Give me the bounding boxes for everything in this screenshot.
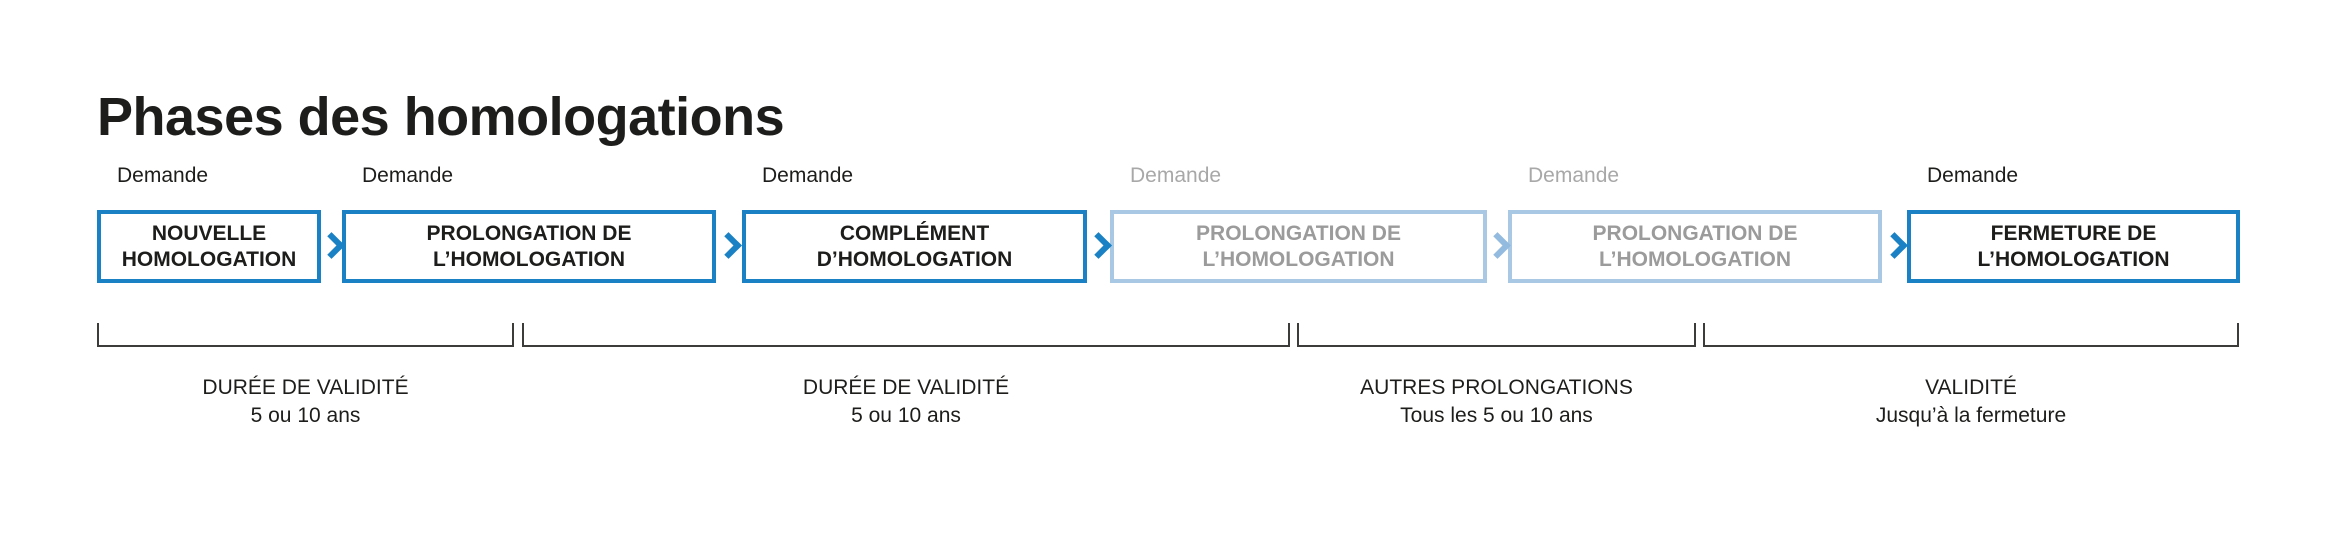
request-label: Demande: [117, 164, 209, 187]
duration-label-line1: AUTRES PROLONGATIONS: [1360, 376, 1633, 399]
duration-bracket: [1297, 323, 1696, 347]
phase-box-line2: L’HOMOLOGATION: [432, 247, 626, 271]
duration-label-line2: Jusqu’à la fermeture: [1875, 404, 2067, 427]
phase-box: COMPLÉMENT D’HOMOLOGATION: [742, 210, 1087, 283]
duration-bracket: [522, 323, 1290, 347]
phase-box-line2: L’HOMOLOGATION: [1598, 247, 1792, 271]
phase-box-line2: D’HOMOLOGATION: [816, 247, 1013, 271]
duration-bracket: [97, 323, 514, 347]
duration-label-line1: DURÉE DE VALIDITÉ: [802, 376, 1010, 399]
phase-box: FERMETURE DE L’HOMOLOGATION: [1907, 210, 2240, 283]
phase-prolongation-3: Demande PROLONGATION DE L’HOMOLOGATION: [1508, 163, 1882, 283]
phase-box-line2: HOMOLOGATION: [121, 247, 297, 271]
phase-box-line1: FERMETURE DE: [1990, 221, 2157, 245]
duration-bracket: [1703, 323, 2239, 347]
phase-nouvelle-homologation: Demande NOUVELLE HOMOLOGATION: [97, 163, 321, 283]
phase-fermeture-homologation: Demande FERMETURE DE L’HOMOLOGATION: [1907, 163, 2240, 283]
request-label: Demande: [1927, 164, 2019, 187]
phase-box-line2: L’HOMOLOGATION: [1202, 247, 1395, 271]
duration-label-line2: 5 ou 10 ans: [250, 404, 361, 427]
phase-box-line1: PROLONGATION DE: [426, 221, 632, 245]
phase-box: NOUVELLE HOMOLOGATION: [97, 210, 321, 283]
phase-box: PROLONGATION DE L’HOMOLOGATION: [342, 210, 716, 283]
request-label: Demande: [362, 164, 454, 187]
phase-box-line1: PROLONGATION DE: [1196, 221, 1401, 245]
duration-label-line1: VALIDITÉ: [1925, 376, 2017, 399]
request-label: Demande: [1130, 164, 1222, 187]
phase-box-line1: COMPLÉMENT: [839, 221, 990, 245]
phase-box-line1: PROLONGATION DE: [1592, 221, 1798, 245]
duration-label: VALIDITÉ Jusqu’à la fermeture: [1703, 374, 2239, 430]
phase-complement-homologation: Demande COMPLÉMENT D’HOMOLOGATION: [742, 163, 1087, 283]
phase-prolongation-2: Demande PROLONGATION DE L’HOMOLOGATION: [1110, 163, 1487, 283]
page-title: Phases des homologations: [97, 87, 785, 148]
phase-box-line1: NOUVELLE: [151, 221, 267, 245]
duration-label-line1: DURÉE DE VALIDITÉ: [202, 376, 409, 399]
phase-box: PROLONGATION DE L’HOMOLOGATION: [1110, 210, 1487, 283]
duration-label: DURÉE DE VALIDITÉ 5 ou 10 ans: [97, 374, 514, 430]
duration-label: AUTRES PROLONGATIONS Tous les 5 ou 10 an…: [1297, 374, 1696, 430]
phase-box: PROLONGATION DE L’HOMOLOGATION: [1508, 210, 1882, 283]
request-label: Demande: [1528, 164, 1620, 187]
phase-box-line2: L’HOMOLOGATION: [1977, 247, 2170, 271]
duration-label: DURÉE DE VALIDITÉ 5 ou 10 ans: [522, 374, 1290, 430]
duration-label-line2: Tous les 5 ou 10 ans: [1400, 404, 1593, 427]
phase-prolongation-1: Demande PROLONGATION DE L’HOMOLOGATION: [342, 163, 716, 283]
duration-label-line2: 5 ou 10 ans: [851, 404, 961, 427]
request-label: Demande: [762, 164, 854, 187]
